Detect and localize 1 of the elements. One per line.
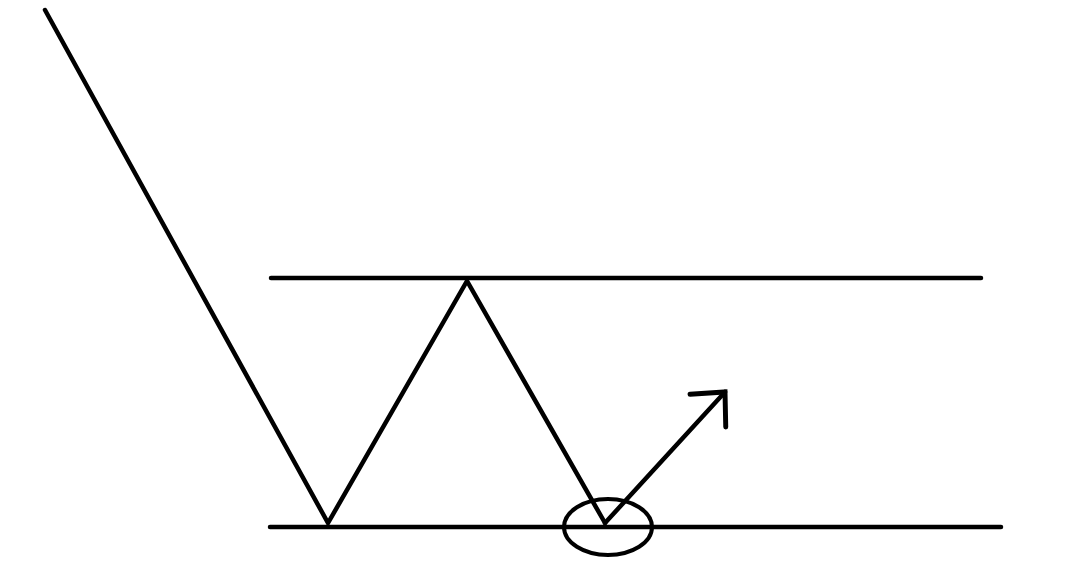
highlight-ellipse [562,497,654,557]
